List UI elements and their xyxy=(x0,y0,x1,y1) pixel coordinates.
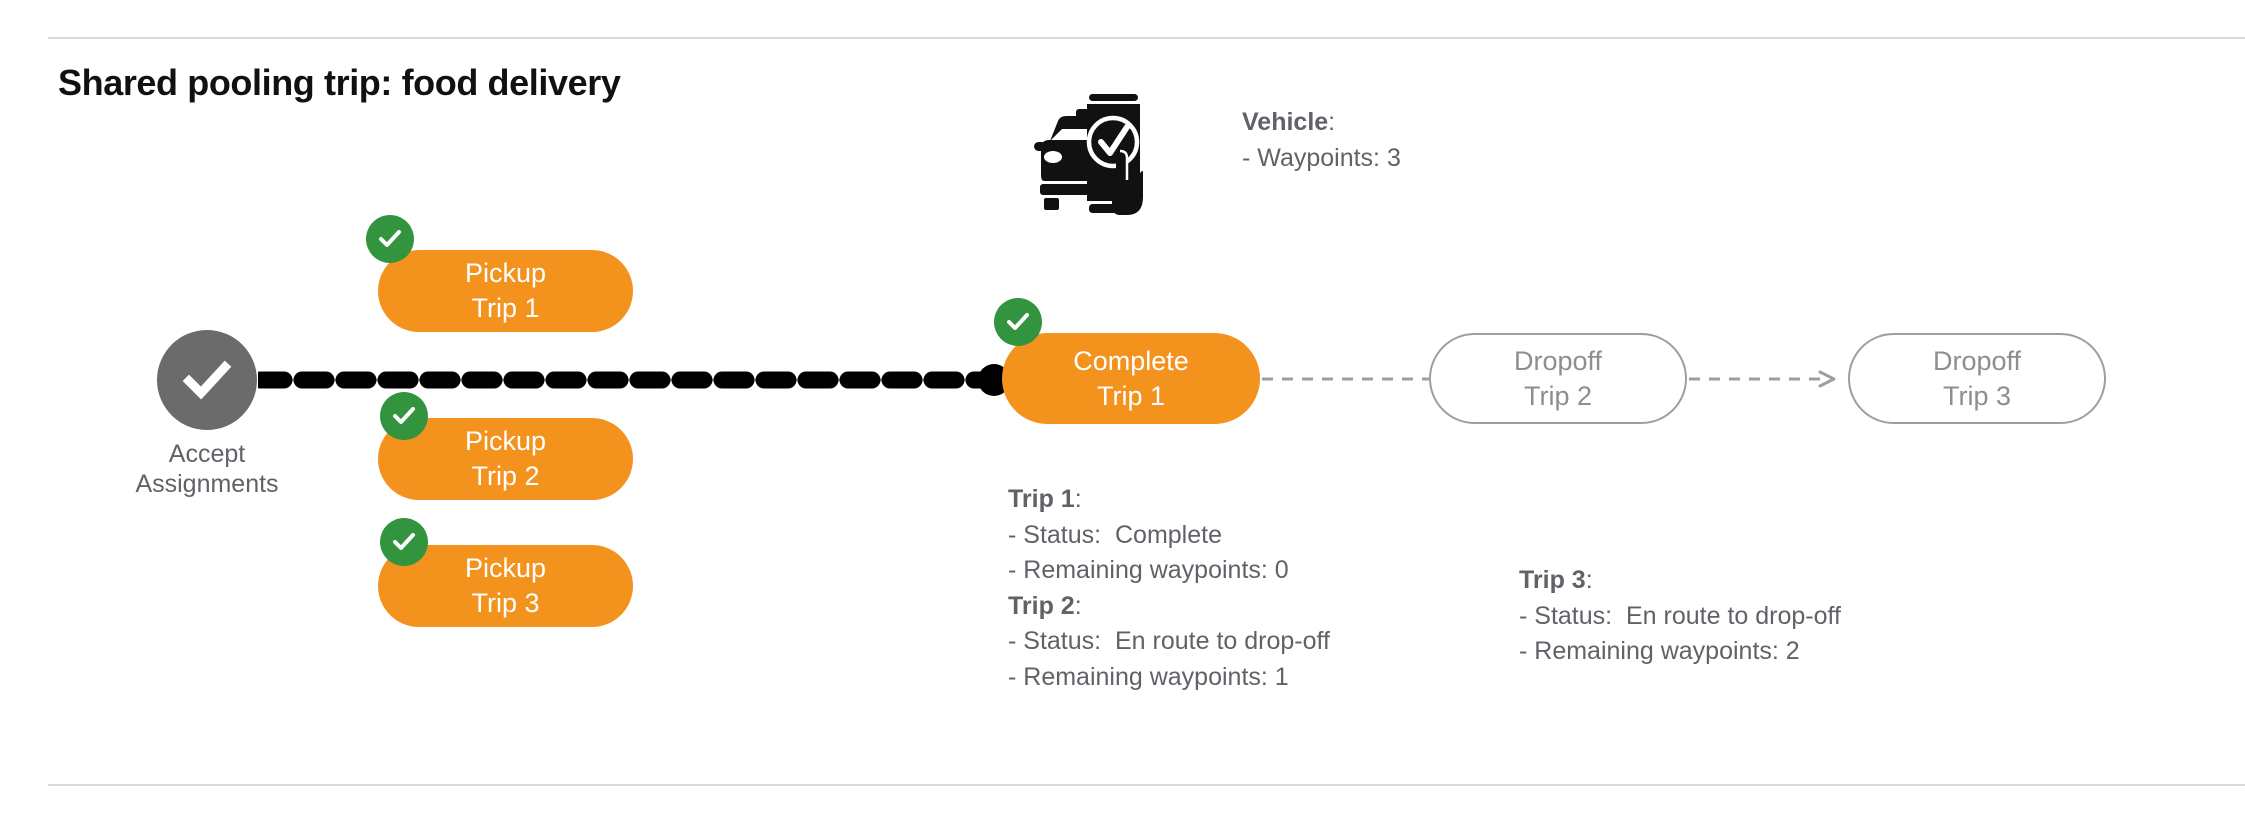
dropoff-trip-2-line2: Trip 2 xyxy=(1523,380,1592,411)
check-badge-icon xyxy=(994,298,1042,346)
trip-2-status-value: En route to drop-off xyxy=(1115,627,1330,655)
pickup-trip-2-node[interactable]: Pickup Trip 2 xyxy=(378,418,633,500)
trip-3-status-label: - Status: xyxy=(1519,601,1613,630)
trip-2-waypoints-row: - Remaining waypoints: 1 xyxy=(1008,662,1289,691)
trip-1-heading: Trip 1 xyxy=(1008,485,1075,513)
assignment-spine-dashed-line xyxy=(258,371,1000,389)
trip-1-heading-row: Trip 1: xyxy=(1008,482,1330,518)
trip-1-waypoints-row: - Remaining waypoints: 0 xyxy=(1008,556,1289,584)
trip-1-heading-suffix: : xyxy=(1074,485,1082,513)
accept-assignments-node[interactable]: Accept Assignments xyxy=(135,330,279,498)
connector-complete-to-dropoff2 xyxy=(1262,377,1430,381)
pickup-trip-2-line2: Trip 2 xyxy=(471,461,540,491)
pickup-trip-3-line2: Trip 3 xyxy=(471,588,540,618)
pickup-trip-1-node[interactable]: Pickup Trip 1 xyxy=(378,250,633,332)
vehicle-info-heading-row: Vehicle: xyxy=(1242,104,1401,140)
trip-3-waypoints-row: - Remaining waypoints: 2 xyxy=(1519,637,1800,665)
trip-2-heading-suffix: : xyxy=(1074,591,1082,620)
trip-3-heading-suffix: : xyxy=(1585,566,1593,594)
accept-assignments-label: Accept Assignments xyxy=(135,440,279,498)
trip-1-status-row: - Status: Complete xyxy=(1008,518,1330,554)
vehicle-waypoints-line: - Waypoints: 3 xyxy=(1242,144,1401,173)
trip-3-status-value: En route to drop-off xyxy=(1626,601,1841,630)
connector-dropoff2-to-dropoff3-arrow xyxy=(1689,370,1836,388)
trip-1-status-label: - Status: xyxy=(1008,520,1102,549)
check-circle-icon xyxy=(157,330,257,430)
dropoff-trip-3-line2: Trip 3 xyxy=(1942,380,2011,411)
check-badge-icon xyxy=(380,518,428,566)
trip-1-status-value: Complete xyxy=(1115,520,1222,549)
trip-details-left-column: Trip 1: - Status: Complete - Remaining w… xyxy=(1008,482,1330,695)
complete-trip-1-line1: Complete xyxy=(1073,345,1189,376)
vehicle-heading-suffix: : xyxy=(1328,108,1336,136)
trip-2-status-label: - Status: xyxy=(1008,627,1102,655)
trip-2-heading: Trip 2 xyxy=(1008,591,1075,620)
pickup-trip-3-line1: Pickup xyxy=(464,553,547,584)
pickup-trip-1-line2: Trip 1 xyxy=(471,293,540,323)
check-badge-icon xyxy=(380,392,428,440)
trip-2-heading-row: Trip 2: xyxy=(1008,589,1330,625)
trip-3-heading: Trip 3 xyxy=(1519,566,1586,594)
vehicle-info-block: Vehicle: - Waypoints: 3 xyxy=(1242,104,1401,177)
top-divider xyxy=(48,37,2245,39)
trip-2-status-row: - Status: En route to drop-off xyxy=(1008,624,1330,660)
dropoff-trip-2-line1: Dropoff xyxy=(1513,345,1603,376)
trip-details-right-column: Trip 3: - Status: En route to drop-off -… xyxy=(1519,563,1841,670)
check-badge-icon xyxy=(366,215,414,263)
pickup-trip-2-line1: Pickup xyxy=(464,426,547,457)
vehicle-phone-check-icon xyxy=(1034,94,1143,215)
page-title: Shared pooling trip: food delivery xyxy=(58,62,621,103)
dropoff-trip-3-node[interactable]: Dropoff Trip 3 xyxy=(1848,333,2106,424)
trip-3-status-row: - Status: En route to drop-off xyxy=(1519,599,1841,635)
pickup-trip-1-line1: Pickup xyxy=(464,258,547,289)
complete-trip-1-line2: Trip 1 xyxy=(1096,380,1165,411)
bottom-divider xyxy=(48,784,2245,786)
dropoff-trip-2-node[interactable]: Dropoff Trip 2 xyxy=(1429,333,1687,424)
dropoff-trip-3-line1: Dropoff xyxy=(1932,345,2022,376)
complete-trip-1-node[interactable]: Complete Trip 1 xyxy=(1002,333,1260,424)
vehicle-heading: Vehicle xyxy=(1242,108,1329,136)
trip-3-heading-row: Trip 3: xyxy=(1519,563,1841,599)
